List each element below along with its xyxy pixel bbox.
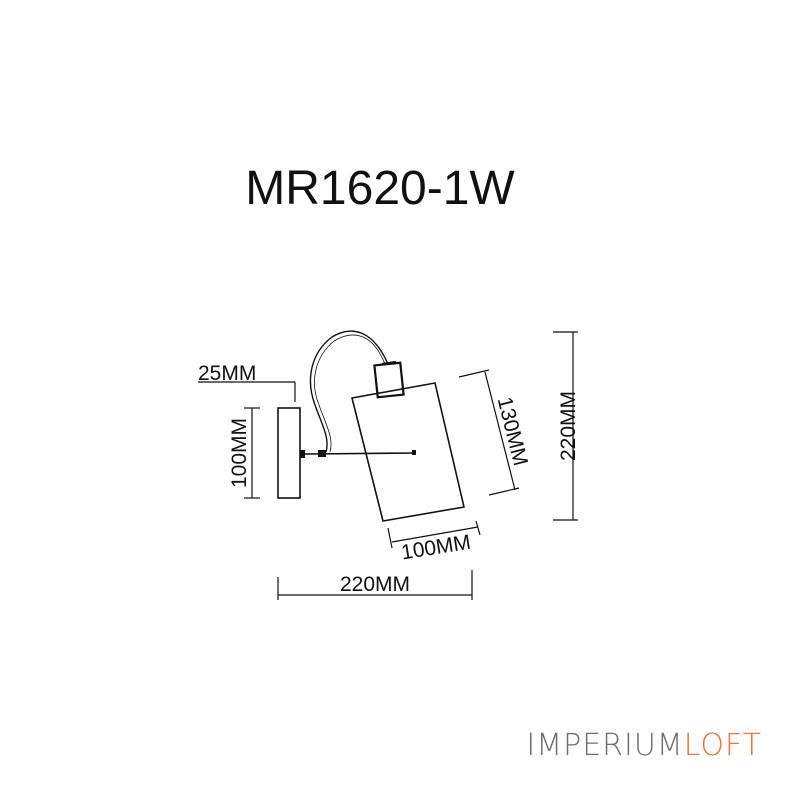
lamp-cable-inner — [314, 334, 386, 453]
dim-shade-width: 100MM — [400, 531, 473, 565]
brand-part-1: IMPERIUM — [526, 728, 684, 763]
lamp-cable — [309, 330, 389, 453]
dim-total-height: 220MM — [557, 391, 580, 461]
dim-base-height: 100MM — [228, 418, 251, 488]
dim-130-line — [484, 371, 516, 491]
dim-130-tick-top — [458, 369, 490, 378]
model-title: MR1620-1W — [245, 162, 515, 215]
plate-knob — [300, 450, 305, 458]
dim-shade-height: 130MM — [493, 395, 532, 469]
dim-100s-line — [391, 526, 479, 543]
dim-total-width: 220MM — [340, 573, 410, 596]
socket-cap — [381, 360, 397, 366]
wall-plate — [277, 407, 301, 499]
dim-100s-tick-left — [387, 527, 393, 549]
arm-joint — [318, 450, 326, 457]
dim-100s-tick-right — [475, 520, 481, 536]
brand-logo: IMPERIUMLOFT — [526, 728, 762, 763]
brand-part-2: LOFT — [683, 728, 762, 763]
dim-130-tick-bottom — [488, 487, 520, 496]
dim-base-depth: 25MM — [198, 362, 256, 385]
arm-end — [412, 450, 416, 455]
lamp-shade — [351, 382, 465, 522]
